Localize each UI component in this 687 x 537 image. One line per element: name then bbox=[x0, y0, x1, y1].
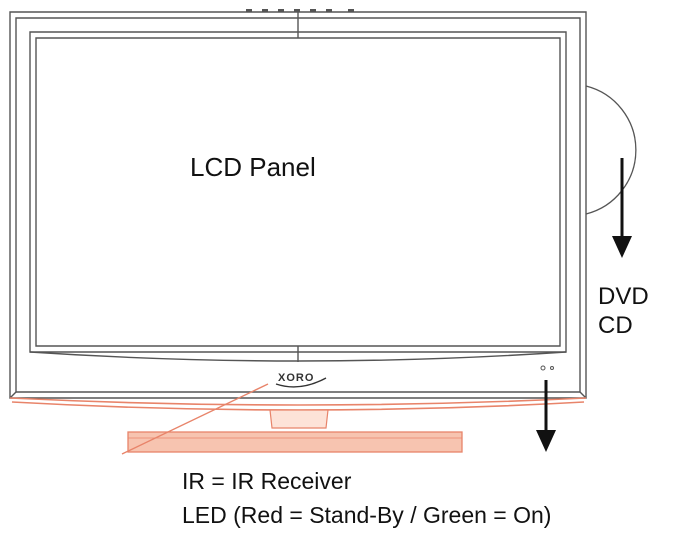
tv-frame bbox=[9, 11, 587, 399]
top-buttons bbox=[246, 9, 354, 12]
ir-pointer-line bbox=[121, 383, 269, 455]
disc-label: DVD CD bbox=[598, 282, 649, 340]
ir-receiver-label: IR = IR Receiver bbox=[182, 468, 352, 494]
led-status-label: LED (Red = Stand-By / Green = On) bbox=[182, 502, 552, 528]
dvd-label: DVD bbox=[598, 283, 649, 310]
disc-slot-circle bbox=[585, 85, 637, 215]
cd-label: CD bbox=[598, 312, 633, 339]
tv-stand bbox=[127, 409, 463, 453]
ir-led-indicators bbox=[540, 365, 554, 371]
brand-logo: XORO bbox=[278, 372, 315, 384]
lcd-panel-label: LCD Panel bbox=[190, 152, 316, 182]
led-arrow-icon bbox=[536, 380, 556, 452]
logo-swoosh-icon bbox=[275, 377, 327, 388]
bezel-bottom-edge bbox=[9, 397, 587, 411]
disc-arrow-icon bbox=[612, 158, 632, 258]
